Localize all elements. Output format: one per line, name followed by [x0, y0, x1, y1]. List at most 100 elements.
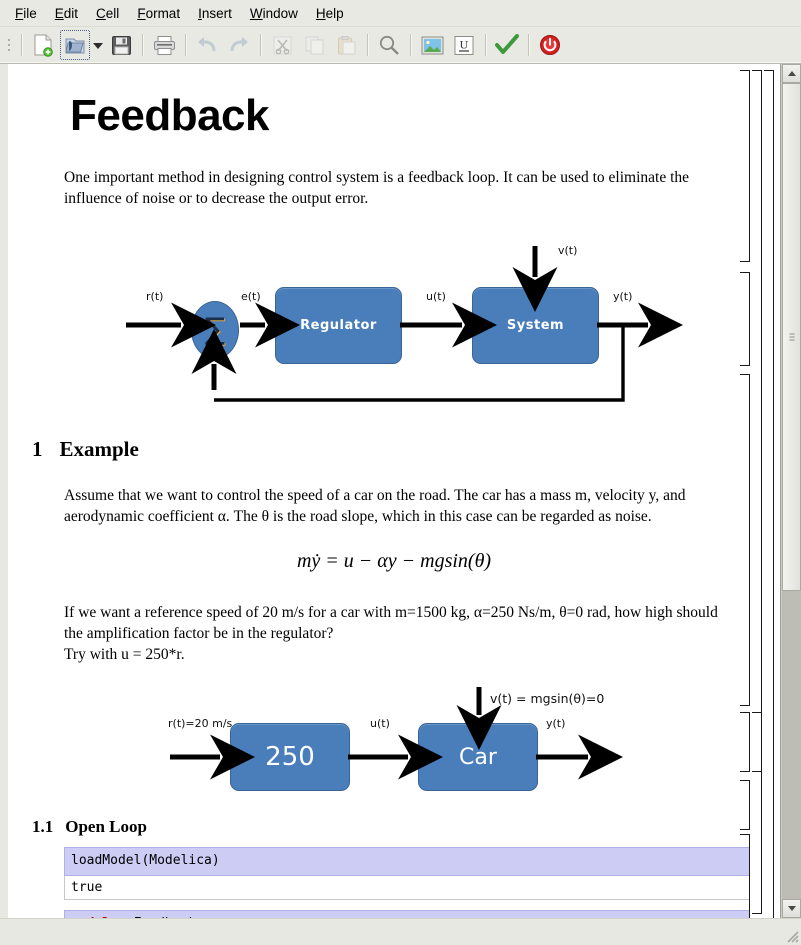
section-1-paragraph: Assume that we want to control the speed…: [64, 486, 686, 525]
thumb-grip-icon: [789, 333, 794, 341]
menu-edit-label: dit: [63, 5, 79, 21]
signal-label-et: e(t): [241, 289, 261, 303]
toolbar-separator: [528, 34, 529, 56]
menu-edit-mnemonic: E: [54, 5, 64, 21]
toolbar-drag-handle[interactable]: [4, 32, 13, 58]
menu-cell-label: ell: [105, 5, 120, 21]
feedback-loop-diagram: r(t) e(t) u(t) v(t) y(t) ∑ Regulator: [48, 232, 748, 417]
toolbar-separator: [142, 34, 143, 56]
left-margin-strip: [0, 64, 8, 918]
menu-help-label: elp: [325, 5, 344, 21]
save-icon: [111, 35, 132, 56]
menu-bar: File Edit Cell Format Insert Window Help: [0, 0, 801, 27]
menu-format-mnemonic: F: [137, 5, 146, 21]
section-1-1-number: 1.1: [32, 817, 54, 837]
block-gain-label: 250: [265, 742, 315, 773]
document-canvas: Feedback One important method in designi…: [8, 64, 780, 918]
undo-button: [192, 30, 222, 60]
menu-insert-mnemonic: I: [198, 5, 202, 21]
signal-label-ut: u(t): [426, 289, 446, 303]
menu-insert[interactable]: Insert: [189, 3, 241, 24]
redo-icon: [228, 35, 250, 55]
section-1-number: 1: [32, 436, 43, 461]
menu-file-label: ile: [23, 5, 37, 21]
toolbar: U: [0, 27, 801, 64]
status-bar: [0, 918, 801, 945]
new-document-button[interactable]: [28, 30, 58, 60]
open-recent-dropdown-button[interactable]: [91, 31, 105, 59]
menu-edit[interactable]: Edit: [46, 3, 87, 24]
scrollbar-thumb[interactable]: [782, 83, 801, 591]
paragraph2-line1: If we want a reference speed of 20 m/s f…: [64, 603, 718, 621]
toolbar-separator: [485, 34, 486, 56]
menu-cell[interactable]: Cell: [87, 3, 128, 24]
menu-window[interactable]: Window: [241, 3, 307, 24]
menu-window-mnemonic: W: [249, 5, 263, 21]
paste-icon: [336, 35, 357, 56]
toolbar-separator: [21, 34, 22, 56]
cut-button: [267, 30, 297, 60]
menu-help[interactable]: Help: [307, 3, 353, 24]
signal-label-yt: y(t): [613, 289, 633, 303]
toolbar-separator: [185, 34, 186, 56]
vertical-scrollbar[interactable]: [781, 64, 801, 918]
menu-help-mnemonic: H: [315, 5, 326, 21]
input-cell-loadmodel[interactable]: loadModel(Modelica): [64, 847, 750, 876]
menu-format[interactable]: Format: [128, 3, 189, 24]
code-cell-group-2: model noFeedback import SI = Modelica.SI…: [64, 909, 750, 918]
scrollbar-track[interactable]: [782, 83, 801, 899]
menu-window-label: indow: [262, 5, 298, 21]
resize-grip-icon[interactable]: [783, 927, 799, 943]
caret-down-icon: [787, 906, 796, 911]
output-cell-true: true: [64, 875, 750, 900]
scroll-up-button[interactable]: [782, 64, 801, 83]
page-title: Feedback: [70, 91, 269, 140]
insert-image-button[interactable]: [417, 30, 447, 60]
signal-label-yt-2: y(t): [546, 717, 566, 731]
section-1-title: Example: [59, 436, 139, 461]
underline-icon: U: [453, 35, 475, 56]
section-1-1-title: Open Loop: [65, 817, 147, 837]
underline-button[interactable]: U: [449, 30, 479, 60]
save-button[interactable]: [106, 30, 136, 60]
heading-section-1: 1 Example: [32, 437, 780, 462]
paragraph2-line3: Try with u = 250*r.: [64, 645, 185, 663]
code-line: model noFeedback: [71, 915, 743, 918]
signal-label-ut-2: u(t): [370, 717, 390, 731]
diagram1-wires: [126, 245, 683, 402]
intro-paragraph: One important method in designing contro…: [64, 169, 690, 207]
menu-file[interactable]: File: [6, 3, 46, 24]
code-text: noFeedback: [110, 916, 196, 918]
redo-button: [224, 30, 254, 60]
signal-label-rt: r(t): [146, 289, 164, 303]
section-1-paragraph-2: If we want a reference speed of 20 m/s f…: [64, 603, 744, 666]
menu-cell-mnemonic: C: [96, 5, 106, 21]
scissors-icon: [272, 35, 293, 56]
notebook-page: Feedback One important method in designi…: [8, 64, 780, 918]
code-cell-group-1: loadModel(Modelica) true: [64, 847, 750, 900]
paragraph2-line2: the amplification factor be in the regul…: [64, 624, 334, 642]
equation-car-dynamics: mẏ = u − αy − mgsin(θ): [8, 550, 780, 573]
signal-label-vt-2: v(t) = mgsin(θ)=0: [490, 691, 605, 707]
print-icon: [153, 35, 176, 56]
find-button[interactable]: [374, 30, 404, 60]
input-cell-nofeedback-model[interactable]: model noFeedback import SI = Modelica.SI…: [64, 909, 750, 918]
search-icon: [378, 34, 400, 56]
checkmark-icon: [495, 34, 519, 56]
diagram2-wires: [170, 687, 623, 780]
evaluate-button[interactable]: [492, 30, 522, 60]
menu-file-mnemonic: F: [15, 5, 24, 21]
code-keyword: model: [71, 916, 110, 918]
print-button[interactable]: [149, 30, 179, 60]
scroll-down-button[interactable]: [782, 899, 801, 918]
notebook-document[interactable]: Feedback One important method in designi…: [8, 64, 781, 918]
block-regulator-label: Regulator: [300, 317, 377, 333]
signal-label-vt: v(t): [558, 243, 578, 257]
undo-icon: [196, 35, 218, 55]
open-folder-icon: [64, 34, 86, 56]
paste-button: [331, 30, 361, 60]
shutdown-button[interactable]: [535, 30, 565, 60]
new-document-icon: [32, 33, 54, 57]
open-file-button[interactable]: [60, 30, 90, 60]
content-area: Feedback One important method in designi…: [0, 64, 801, 918]
